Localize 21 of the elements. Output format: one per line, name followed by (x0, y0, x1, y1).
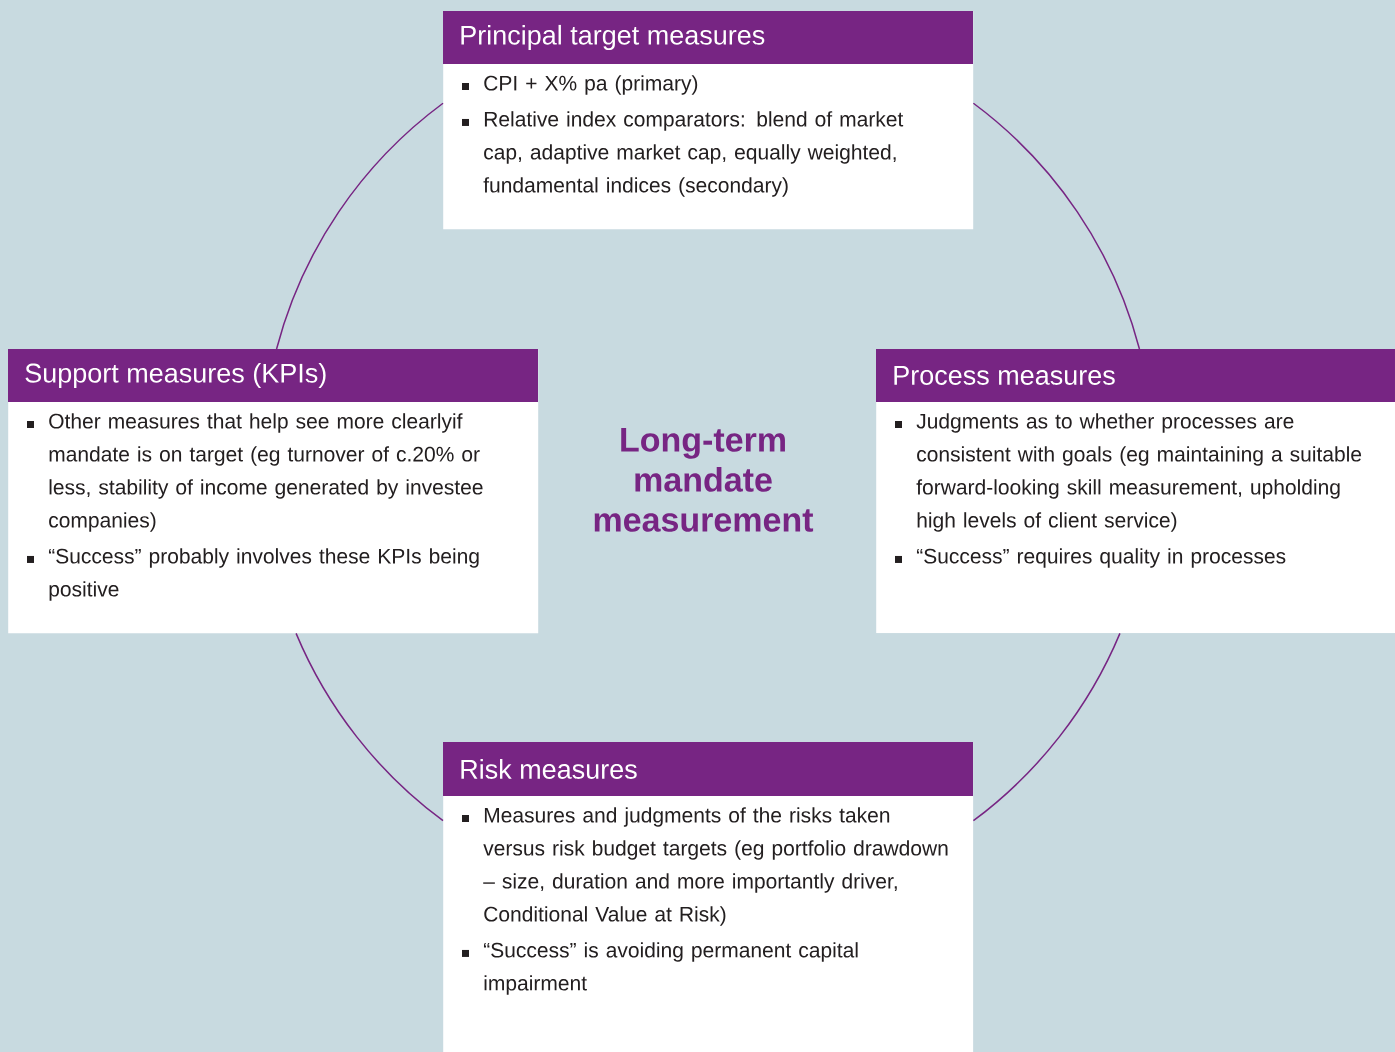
circle-arc (972, 632, 1121, 822)
card (443, 11, 974, 230)
bullet-item: “Success” probably involves these KPIs being positive (27, 548, 479, 601)
bullet-item: Judgments as to whether processes are consistent with goals (eg maintaining a suitable forward-looking skill measurement, upholding high levels of client service) (895, 413, 1362, 532)
card-heading: Support measures (KPIs) (25, 362, 326, 389)
circle-arc (295, 632, 444, 822)
card (876, 349, 1395, 634)
bullet-item: Other measures that help see more clearlyif mandate is on target (eg turnover of c.20% or less, stability of income generated by investee companies) (27, 413, 483, 532)
card-heading: Risk measures (461, 759, 637, 779)
circle-arc (275, 102, 444, 350)
center-title: Long-term mandate measurement (594, 428, 814, 532)
bullet-item: Measures and judgments of the risks taken versus risk budget targets (eg portfolio drawdown – size, duration and more importantly driver, Conditional Value at Risk) (462, 807, 948, 926)
circle-arc (972, 102, 1141, 350)
card-heading: Principal target measures (461, 24, 765, 51)
card-heading: Process measures (894, 366, 1115, 385)
bullet-item: “Success” is avoiding permanent capital impairment (462, 942, 858, 995)
bullet-item: CPI + X% pa (primary) (462, 75, 698, 95)
card (8, 349, 539, 634)
bullet-item: Relative index comparators: blend of market cap, adaptive market cap, equally weighted, fundamental indices (secondary) (462, 111, 904, 197)
bullet-item: “Success” requires quality in processes (895, 548, 1286, 568)
card (443, 742, 974, 1052)
